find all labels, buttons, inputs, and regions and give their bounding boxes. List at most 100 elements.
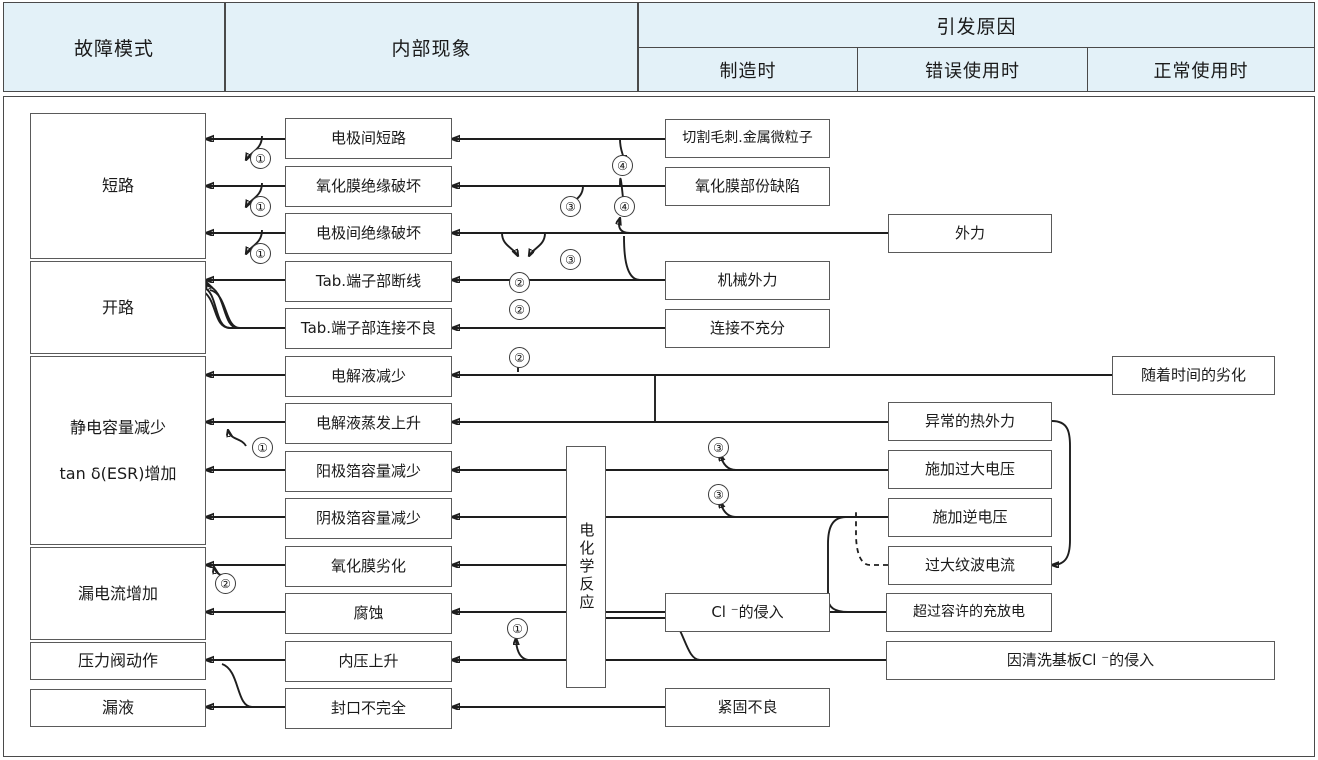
cause-manufacture-chloride-intrusion[interactable]: Cl ⁻的侵入 — [665, 593, 830, 632]
internal-phenomenon-label: Tab.端子部断线 — [315, 272, 422, 291]
internal-phenomenon-oxide-degradation[interactable]: 氧化膜劣化 — [285, 546, 452, 587]
internal-phenomenon-electrolyte-evaporation[interactable]: 电解液蒸发上升 — [285, 403, 452, 444]
cause-manufacture-insufficient-connection[interactable]: 连接不充分 — [665, 309, 830, 348]
header-label-failure-mode: 故障模式 — [73, 37, 154, 60]
internal-phenomenon-internal-pressure-rise[interactable]: 内压上升 — [285, 641, 452, 682]
internal-phenomenon-anode-foil-capacity-drop[interactable]: 阳极箔容量减少 — [285, 451, 452, 492]
internal-phenomenon-label: 阴极箔容量减少 — [315, 509, 421, 528]
header-cell-causes: 引发原因 — [638, 2, 1315, 48]
marker-2-a: ② — [509, 272, 530, 293]
marker-1-d: ① — [252, 437, 273, 458]
failure-mode-label: 开路 — [101, 297, 134, 317]
internal-phenomenon-label: 阳极箔容量减少 — [315, 462, 421, 481]
marker-label: ② — [514, 275, 525, 290]
marker-label: ③ — [565, 252, 576, 267]
failure-mode-label: 漏电流增加 — [77, 583, 158, 603]
internal-phenomenon-electrode-short[interactable]: 电极间短路 — [285, 118, 452, 159]
failure-mode-leakage-current[interactable]: 漏电流增加 — [30, 547, 206, 640]
header-label-causes: 引发原因 — [936, 15, 1017, 38]
cause-label: 切割毛刺.金属微粒子 — [682, 129, 813, 146]
failure-mode-label: 短路 — [101, 176, 134, 195]
internal-phenomenon-oxide-insulation-breakdown[interactable]: 氧化膜绝缘破坏 — [285, 166, 452, 207]
internal-phenomenon-label: 电解液蒸发上升 — [315, 414, 421, 433]
internal-phenomenon-cathode-foil-capacity-drop[interactable]: 阴极箔容量减少 — [285, 498, 452, 539]
header-label-internal: 内部现象 — [391, 37, 472, 60]
cause-manufacture-mechanical-force[interactable]: 机械外力 — [665, 261, 830, 300]
cause-normal-time-degradation[interactable]: 随着时间的劣化 — [1112, 356, 1275, 395]
internal-phenomenon-tab-poor-connection[interactable]: Tab.端子部连接不良 — [285, 308, 452, 349]
cause-manufacture-oxide-film-defect[interactable]: 氧化膜部份缺陷 — [665, 167, 830, 206]
failure-mode-label: 压力阀动作 — [77, 651, 158, 670]
electrochemical-reaction-box[interactable]: 电化学反应 — [566, 446, 606, 688]
cause-label: 机械外力 — [717, 271, 778, 290]
internal-phenomenon-label: 电极间绝缘破坏 — [315, 224, 421, 243]
marker-1-c: ① — [250, 243, 271, 264]
cause-label: 紧固不良 — [717, 698, 778, 717]
marker-3-d: ③ — [708, 484, 729, 505]
marker-label: ① — [255, 151, 266, 166]
cause-label: 随着时间的劣化 — [1140, 366, 1246, 385]
internal-phenomenon-tab-wire-break[interactable]: Tab.端子部断线 — [285, 261, 452, 302]
marker-label: ① — [255, 199, 266, 214]
cause-misuse-board-cleaning-chloride[interactable]: 因清洗基板Cl ⁻的侵入 — [886, 641, 1275, 680]
marker-2-d: ② — [215, 573, 236, 594]
cause-misuse-external-force[interactable]: 外力 — [888, 214, 1052, 253]
internal-phenomenon-incomplete-sealing[interactable]: 封口不完全 — [285, 688, 452, 729]
marker-2-c: ② — [509, 347, 530, 368]
header-cell-manufacture: 制造时 — [638, 47, 858, 92]
cause-misuse-excessive-ripple-current[interactable]: 过大纹波电流 — [888, 546, 1052, 585]
marker-label: ③ — [713, 440, 724, 455]
cause-label: 因清洗基板Cl ⁻的侵入 — [1006, 651, 1155, 670]
marker-label: ③ — [713, 487, 724, 502]
cause-misuse-overvoltage[interactable]: 施加过大电压 — [888, 450, 1052, 489]
header-label-manufacture: 制造时 — [719, 60, 777, 82]
marker-label: ① — [512, 621, 523, 636]
cause-misuse-abnormal-thermal-force[interactable]: 异常的热外力 — [888, 402, 1052, 441]
marker-1-e: ① — [507, 618, 528, 639]
failure-mode-capacitance-drop[interactable]: 静电容量减少 tan δ(ESR)增加 — [30, 356, 206, 545]
marker-4-b: ④ — [614, 196, 635, 217]
internal-phenomenon-label: 封口不完全 — [330, 699, 406, 718]
header-cell-normal: 正常使用时 — [1087, 47, 1315, 92]
failure-mode-open-circuit[interactable]: 开路 — [30, 261, 206, 354]
cause-manufacture-burr-metal-particles[interactable]: 切割毛刺.金属微粒子 — [665, 119, 830, 158]
cause-label: Cl ⁻的侵入 — [711, 603, 784, 622]
header-label-normal: 正常使用时 — [1153, 60, 1249, 82]
failure-mode-label-tand: tan δ(ESR)增加 — [59, 463, 177, 483]
cause-misuse-excessive-charge-discharge[interactable]: 超过容许的充放电 — [886, 593, 1052, 632]
cause-misuse-poor-tightening[interactable]: 紧固不良 — [665, 688, 830, 727]
marker-1-a: ① — [250, 148, 271, 169]
internal-phenomenon-label: 电解液减少 — [330, 367, 406, 386]
header-cell-failure-mode: 故障模式 — [3, 2, 225, 92]
cause-label: 异常的热外力 — [924, 412, 1015, 431]
cause-label: 施加过大电压 — [924, 460, 1015, 479]
marker-3-a: ③ — [560, 196, 581, 217]
marker-label: ③ — [565, 199, 576, 214]
header-cell-misuse: 错误使用时 — [857, 47, 1088, 92]
internal-phenomenon-corrosion[interactable]: 腐蚀 — [285, 593, 452, 634]
cause-label: 施加逆电压 — [932, 508, 1008, 527]
failure-mode-liquid-leak[interactable]: 漏液 — [30, 689, 206, 727]
failure-mode-short-circuit[interactable]: 短路 — [30, 113, 206, 259]
cause-label: 超过容许的充放电 — [913, 603, 1025, 620]
marker-3-c: ③ — [708, 437, 729, 458]
cause-label: 过大纹波电流 — [924, 556, 1015, 575]
marker-label: ② — [514, 302, 525, 317]
marker-label: ① — [255, 246, 266, 261]
cause-label: 连接不充分 — [709, 319, 785, 338]
failure-mode-label: 漏液 — [101, 698, 134, 717]
internal-phenomenon-label: 内压上升 — [338, 652, 399, 671]
cause-misuse-reverse-voltage[interactable]: 施加逆电压 — [888, 498, 1052, 537]
internal-phenomenon-electrode-insulation-breakdown[interactable]: 电极间绝缘破坏 — [285, 213, 452, 254]
marker-label: ④ — [619, 199, 630, 214]
marker-label: ④ — [617, 158, 628, 173]
marker-label: ① — [257, 440, 268, 455]
cause-label: 外力 — [954, 224, 985, 243]
failure-mode-pressure-valve[interactable]: 压力阀动作 — [30, 642, 206, 680]
internal-phenomenon-electrolyte-decrease[interactable]: 电解液减少 — [285, 356, 452, 397]
cause-label: 氧化膜部份缺陷 — [694, 177, 800, 196]
marker-1-b: ① — [250, 196, 271, 217]
marker-label: ② — [220, 576, 231, 591]
internal-phenomenon-label: Tab.端子部连接不良 — [300, 319, 437, 338]
